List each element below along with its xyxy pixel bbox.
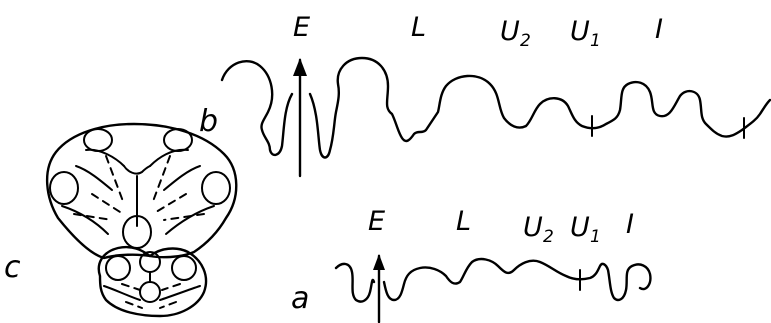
panel-b-ventral-arrow xyxy=(293,58,307,176)
panel-c-arc-left xyxy=(76,166,112,190)
panel-a-label-i: I xyxy=(626,209,634,240)
panel-c-lobe-top xyxy=(124,166,150,174)
panel-a-label-u1: U 1 xyxy=(570,212,601,247)
panel-b-label-u2-main: U xyxy=(500,16,520,47)
panel-b-label-u2-sub: 2 xyxy=(520,31,531,51)
panel-a-label-u2-main: U xyxy=(523,212,543,243)
panel-c-arc-right xyxy=(164,166,200,190)
panel-a-letter: a xyxy=(291,281,309,316)
panel-a-label-u2-sub: 2 xyxy=(543,227,554,247)
panel-c-dash-2 xyxy=(152,156,170,204)
panel-a-ventral-arrow xyxy=(373,254,385,322)
panel-c-dash-6 xyxy=(156,194,186,212)
panel-b-label-u1-main: U xyxy=(570,16,590,47)
panel-c-dash-5 xyxy=(92,194,120,212)
panel-c-inner-dash-2 xyxy=(162,284,180,290)
panel-c-inner-lobe-right xyxy=(172,256,196,280)
panel-c-outer-whorl xyxy=(47,124,236,258)
panel-c-dash-3 xyxy=(74,214,112,220)
panel-a: a E L U 2 U 1 I xyxy=(291,206,650,322)
panel-a-label-l: L xyxy=(456,206,471,237)
panel-b-label-l: L xyxy=(411,12,426,43)
panel-b-letter: b xyxy=(199,104,218,139)
panel-c-septum-arc-top xyxy=(86,150,124,166)
panel-c: c xyxy=(4,124,236,316)
panel-c-saddle-right xyxy=(166,206,214,234)
panel-b-label-u2: U 2 xyxy=(500,16,531,51)
panel-b-label-u1: U 1 xyxy=(570,16,601,51)
panel-a-label-u2: U 2 xyxy=(523,212,554,247)
panel-c-dash-4 xyxy=(164,214,204,220)
panel-c-lobe-right xyxy=(202,172,230,204)
panel-c-lobe-top-right xyxy=(164,129,192,151)
panel-c-lobe-left xyxy=(50,172,78,204)
panel-c-inner-dash-1 xyxy=(122,284,140,290)
panel-b-label-u1-sub: 1 xyxy=(590,31,601,51)
panel-c-inner-lobe-left xyxy=(106,256,130,280)
panel-c-inner-lobe-center xyxy=(140,282,160,302)
panel-a-label-e: E xyxy=(368,206,385,237)
panel-c-lobe-top-left xyxy=(84,129,112,151)
panel-b-label-i: I xyxy=(655,14,663,45)
panel-b: b E L U 2 U 1 I xyxy=(199,12,770,176)
panel-c-letter: c xyxy=(4,250,21,285)
panel-a-label-u1-sub: 1 xyxy=(590,227,601,247)
panel-a-label-u1-main: U xyxy=(570,212,590,243)
panel-b-label-e: E xyxy=(293,12,310,43)
panel-c-inner-dash-4 xyxy=(160,302,176,308)
panel-c-inner-dash-3 xyxy=(126,302,142,308)
